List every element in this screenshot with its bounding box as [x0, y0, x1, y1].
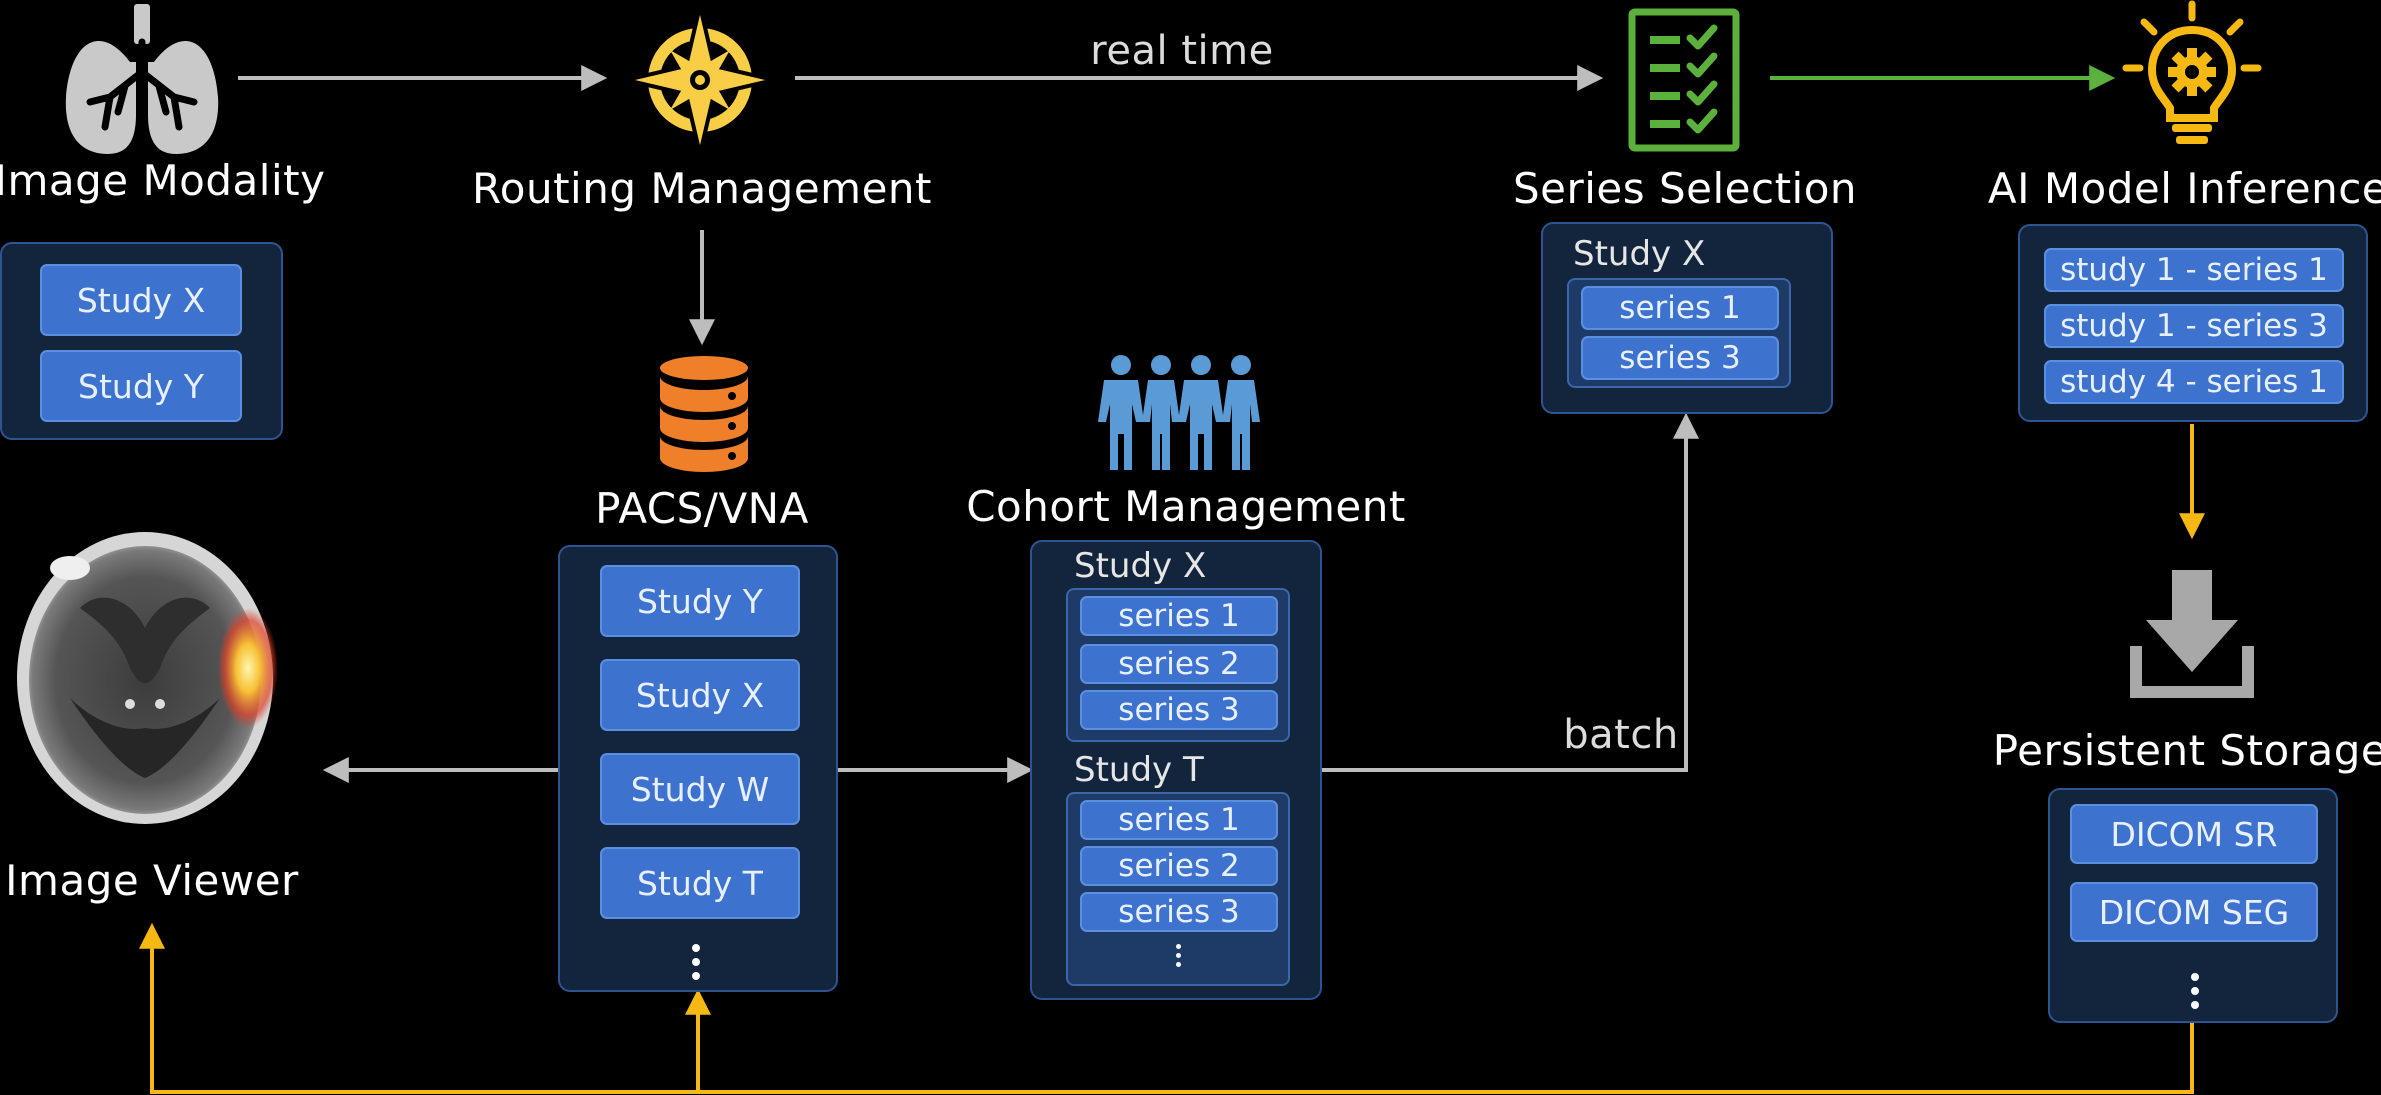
pacs-study-y[interactable]: Study Y — [600, 565, 800, 637]
image-modality-title: Image Modality — [0, 156, 326, 205]
pacs-vna-title: PACS/VNA — [595, 484, 809, 533]
cohort-g1-series-2[interactable]: series 2 — [1080, 644, 1278, 684]
storage-dicom-seg[interactable]: DICOM SEG — [2070, 882, 2318, 942]
checklist-icon — [1628, 8, 1740, 152]
pacs-study-w[interactable]: Study W — [600, 753, 800, 825]
cohort-management-title: Cohort Management — [966, 482, 1406, 531]
persistent-storage-title: Persistent Storage — [1992, 726, 2381, 775]
cohort-more-ellipsis — [1176, 942, 1181, 969]
database-icon — [660, 356, 748, 472]
pacs-panel: Study Y Study X Study W Study T — [558, 545, 838, 992]
people-group-icon — [1098, 355, 1260, 470]
brain-scan-icon — [17, 532, 278, 824]
series-selection-series-1[interactable]: series 1 — [1581, 286, 1779, 330]
download-tray-icon — [2130, 570, 2254, 698]
cohort-panel: Study X series 1 series 2 series 3 Study… — [1030, 540, 1322, 1000]
cohort-g2-series-3[interactable]: series 3 — [1080, 892, 1278, 932]
modality-study-x[interactable]: Study X — [40, 264, 242, 336]
series-selection-series-3[interactable]: series 3 — [1581, 336, 1779, 380]
ai-item-3[interactable]: study 4 - series 1 — [2044, 360, 2344, 404]
lightbulb-gear-icon — [2122, 0, 2262, 144]
cohort-g1-series-3[interactable]: series 3 — [1080, 690, 1278, 730]
series-selection-study: Study X — [1573, 234, 1706, 274]
series-selection-inner: series 1 series 3 — [1567, 278, 1791, 388]
image-modality-panel: Study X Study Y — [0, 242, 283, 440]
routing-management-title: Routing Management — [471, 164, 933, 213]
cohort-group-1-inner: series 1 series 2 series 3 — [1066, 588, 1290, 742]
modality-study-y[interactable]: Study Y — [40, 350, 242, 422]
edge-label-real-time: real time — [1090, 28, 1274, 74]
storage-more-ellipsis — [2191, 970, 2199, 1012]
yellow-bus-line — [139, 922, 2194, 1094]
compass-icon — [625, 5, 775, 155]
arrow-cohort-to-series-selection — [1322, 412, 1699, 772]
cohort-group-1-study: Study X — [1074, 546, 1207, 586]
series-selection-panel: Study X series 1 series 3 — [1541, 222, 1833, 414]
cohort-g2-series-2[interactable]: series 2 — [1080, 846, 1278, 886]
cohort-group-2-inner: series 1 series 2 series 3 — [1066, 792, 1290, 986]
pacs-study-t[interactable]: Study T — [600, 847, 800, 919]
cohort-g2-series-1[interactable]: series 1 — [1080, 800, 1278, 840]
ai-item-1[interactable]: study 1 - series 1 — [2044, 248, 2344, 292]
pacs-study-x[interactable]: Study X — [600, 659, 800, 731]
storage-panel: DICOM SR DICOM SEG — [2048, 788, 2338, 1023]
cohort-group-2-study: Study T — [1074, 750, 1204, 790]
pacs-more-ellipsis — [692, 941, 700, 983]
cohort-g1-series-1[interactable]: series 1 — [1080, 596, 1278, 636]
ai-inference-panel: study 1 - series 1 study 1 - series 3 st… — [2018, 224, 2368, 422]
ai-model-inference-title: AI Model Inference — [1987, 164, 2381, 213]
lungs-icon — [65, 4, 219, 154]
edge-label-batch: batch — [1563, 712, 1679, 758]
series-selection-title: Series Selection — [1512, 164, 1858, 213]
storage-dicom-sr[interactable]: DICOM SR — [2070, 804, 2318, 864]
image-viewer-title: Image Viewer — [5, 856, 299, 905]
ai-item-2[interactable]: study 1 - series 3 — [2044, 304, 2344, 348]
